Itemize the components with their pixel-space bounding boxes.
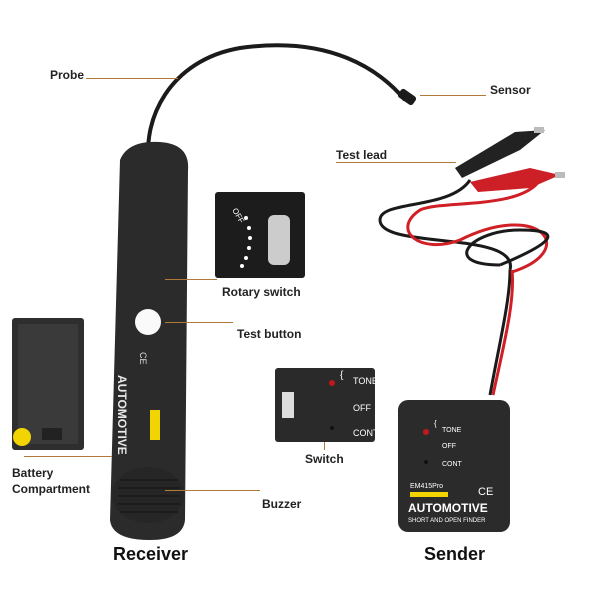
rotary-switch-inset: OFF: [215, 192, 305, 278]
sensor-label: Sensor: [490, 83, 531, 97]
switch-leader-line: [324, 442, 325, 450]
sensor-tip: [397, 88, 417, 106]
probe-leader-line: [86, 78, 178, 79]
test-lead-leader-line: [336, 162, 456, 163]
receiver-brand-text: AUTOMOTIVE: [115, 375, 129, 455]
sender-title: Sender: [424, 544, 486, 564]
test-button-label: Test button: [237, 327, 302, 341]
svg-text:{: {: [340, 370, 344, 381]
switch-inset: { TONE OFF CONT: [275, 368, 379, 442]
receiver-body: CE AUTOMOTIVE: [110, 141, 189, 540]
receiver-title: Receiver: [113, 544, 189, 564]
rotary-switch-leader-line: [165, 279, 217, 280]
sensor-leader-line: [420, 95, 486, 96]
battery-leader-line: [24, 456, 112, 457]
buzzer-label: Buzzer: [262, 497, 302, 511]
battery-compartment-label-line2: Compartment: [12, 482, 91, 496]
alligator-clips: [455, 127, 565, 192]
svg-text:AUTOMOTIVE: AUTOMOTIVE: [408, 501, 488, 515]
svg-text:OFF: OFF: [353, 403, 371, 413]
probe-label: Probe: [50, 68, 85, 82]
sender-body: { TONE OFF CONT EM415Pro CE AUTOMOTIVE S…: [398, 400, 510, 532]
probe-wire: [146, 43, 407, 171]
rotary-switch-label: Rotary switch: [222, 285, 301, 299]
svg-text:CE: CE: [138, 352, 148, 365]
test-lead-label: Test lead: [336, 148, 388, 162]
svg-text:TONE: TONE: [442, 427, 462, 434]
buzzer-leader-line: [165, 490, 260, 491]
receiver-test-button: [135, 309, 161, 335]
battery-compartment-illustration: [12, 318, 84, 450]
svg-text:CONT: CONT: [353, 428, 379, 438]
test-button-leader-line: [165, 322, 233, 323]
svg-text:SHORT AND OPEN FINDER: SHORT AND OPEN FINDER: [408, 518, 486, 524]
svg-text:{: {: [434, 419, 437, 428]
svg-text:CONT: CONT: [442, 461, 463, 468]
svg-text:TONE: TONE: [353, 376, 378, 386]
svg-text:EM415Pro: EM415Pro: [410, 483, 443, 490]
svg-text:OFF: OFF: [442, 443, 456, 450]
svg-text:CE: CE: [478, 486, 493, 498]
battery-compartment-label-line1: Battery: [12, 466, 54, 480]
switch-label: Switch: [305, 452, 344, 466]
test-lead-wires: [378, 179, 550, 396]
